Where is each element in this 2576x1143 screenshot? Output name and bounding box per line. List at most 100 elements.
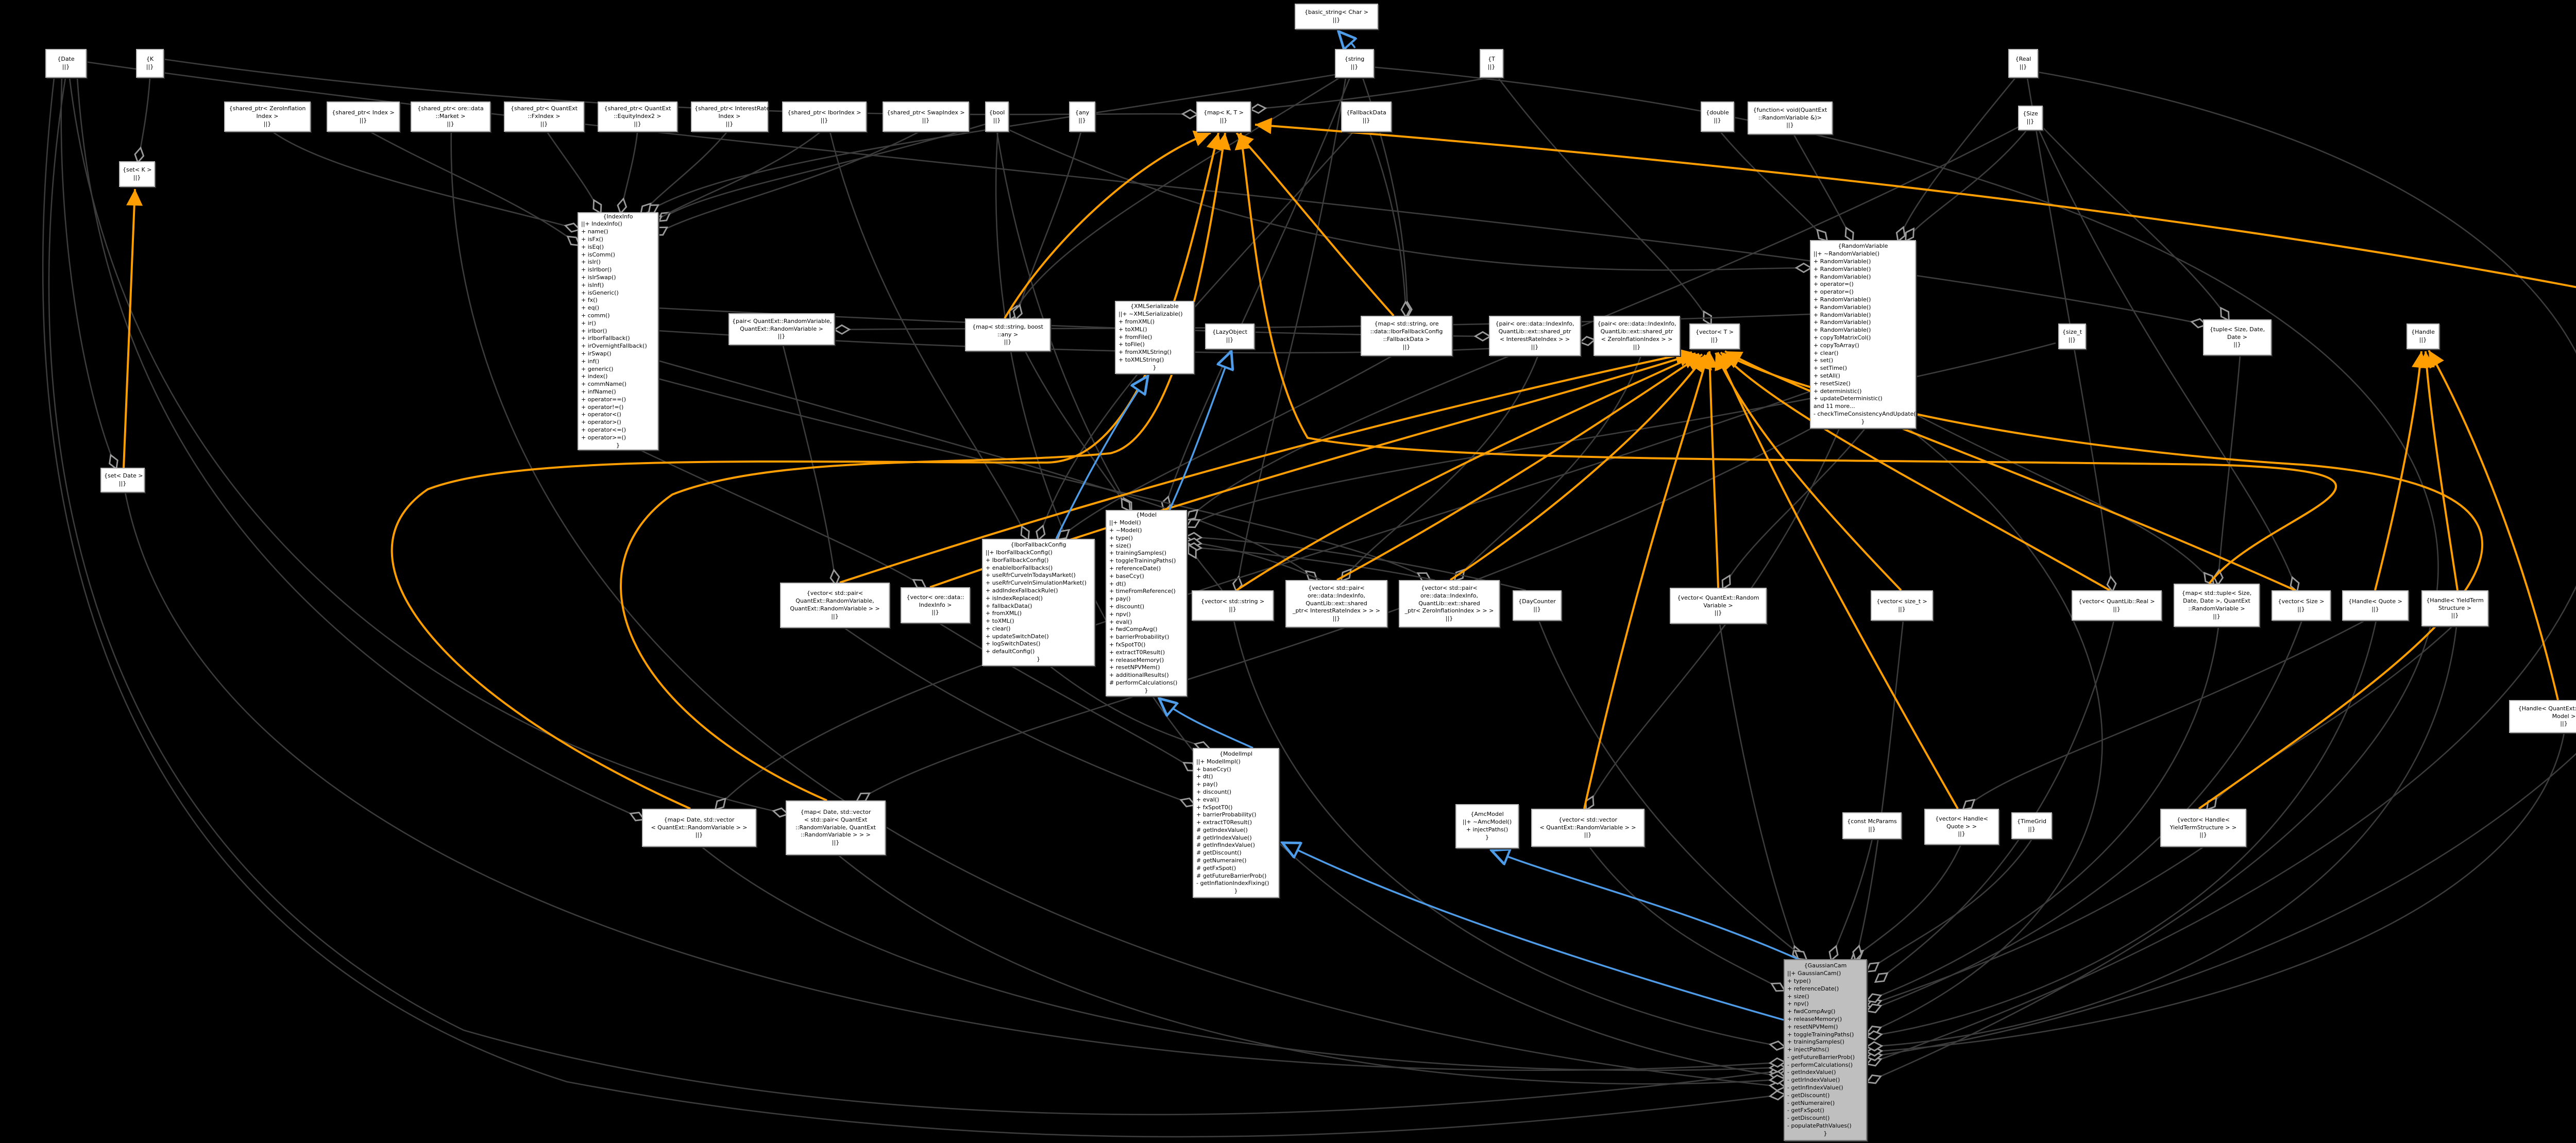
- node-date[interactable]: {Date||}: [45, 49, 87, 78]
- node-line: ||}: [1362, 116, 1370, 124]
- node-line: {map< std::tuple< Size,: [2181, 590, 2252, 597]
- node-size[interactable]: {Size||}: [2018, 106, 2043, 130]
- node-line: {IndexInfo: [603, 213, 633, 220]
- node-xmlser[interactable]: {XMLSerializable||+ ~XMLSerializable()+ …: [1115, 301, 1194, 374]
- node-line: + RandomVariable(): [1814, 327, 1871, 334]
- node-line: {vector< size_t >: [1876, 598, 1927, 605]
- node-sp_swap[interactable]: {shared_ptr< SwapIndex >||}: [883, 101, 969, 132]
- node-handle_cam[interactable]: {Handle< QuantExt::CrossAssetModel >||}: [2509, 700, 2576, 733]
- node-basic_string[interactable]: {basic_string< Char >||}: [1295, 4, 1378, 29]
- node-map_string_any[interactable]: {map< std::string, boost::any >||}: [965, 318, 1050, 351]
- node-double[interactable]: {double||}: [1701, 101, 1734, 132]
- node-handle_quote[interactable]: {Handle< Quote >||}: [2342, 590, 2409, 621]
- node-line: {DayCounter: [1518, 598, 1556, 605]
- node-daycounter[interactable]: {DayCounter||}: [1513, 590, 1562, 621]
- node-v_v_rv[interactable]: {vector< std::vector< QuantExt::RandomVa…: [1531, 809, 1645, 847]
- node-pair_ii_zi[interactable]: {pair< ore::data::IndexInfo,QuantLib::ex…: [1594, 316, 1680, 356]
- node-sp_eq2[interactable]: {shared_ptr< QuantExt::EquityIndex2 >||}: [598, 101, 677, 132]
- node-line: ||+ ~AmcModel(): [1462, 818, 1512, 826]
- node-model[interactable]: {Model||+ Model()+ ~Model()+ type()+ siz…: [1106, 510, 1187, 696]
- node-line: {vector< Handle<: [2177, 816, 2230, 823]
- node-v_real[interactable]: {vector< QuantLib::Real >||}: [2072, 590, 2162, 621]
- node-line: {vector< std::pair<: [1421, 585, 1478, 591]
- node-line: ||}: [1786, 122, 1794, 129]
- node-line: {map< Date, std::vector: [800, 809, 871, 815]
- node-sp_ibor[interactable]: {shared_ptr< IborIndex >||}: [782, 101, 867, 132]
- node-line: + operator<(): [581, 411, 621, 418]
- node-line: ||}: [1710, 336, 1719, 343]
- node-line: + trainingSamples(): [1787, 1038, 1844, 1046]
- node-line: {vector< Size >: [2278, 598, 2325, 605]
- node-indexinfo[interactable]: {IndexInfo||+ IndexInfo()+ name()+ isFx(…: [578, 212, 658, 450]
- node-line: ::RandomVariable > > >: [801, 831, 871, 839]
- node-sp_market[interactable]: {shared_ptr< ore::data::Market >||}: [411, 101, 490, 132]
- node-line: + setAll(): [1814, 372, 1840, 379]
- node-v_handle_yts[interactable]: {vector< Handle<YieldTermStructure > >||…: [2160, 809, 2246, 847]
- node-line: + RandomVariable(): [1814, 296, 1871, 303]
- node-map_kt[interactable]: {map< K, T >||}: [1196, 101, 1251, 132]
- node-line: ||}: [1714, 116, 1721, 124]
- node-gaussiancam[interactable]: {GaussianCam||+ GaussianCam()+ type()+ r…: [1784, 959, 1867, 1141]
- node-v_string[interactable]: {vector< std::string >||}: [1192, 590, 1274, 621]
- node-v_handle_quote[interactable]: {vector< Handle<Quote > >||}: [1924, 809, 1999, 845]
- node-lazyobject[interactable]: {LazyObject||}: [1205, 323, 1255, 349]
- node-line: + toXML(): [986, 618, 1014, 625]
- node-string[interactable]: {string||}: [1335, 49, 1374, 78]
- node-line: ||}: [2213, 612, 2221, 620]
- node-modelimpl[interactable]: {ModelImpl||+ ModelImpl()+ baseCcy()+ dt…: [1193, 748, 1279, 898]
- node-mcparams[interactable]: {const McParams||}: [1842, 812, 1902, 839]
- node-v_indexinfo[interactable]: {vector< ore::data::IndexInfo >||}: [901, 587, 970, 623]
- node-line: ||+ IborFallbackConfig(): [986, 549, 1053, 556]
- node-sp_fx[interactable]: {shared_ptr< QuantExt::FxIndex >||}: [504, 101, 584, 132]
- node-line: + size(): [1109, 542, 1131, 549]
- node-set_date[interactable]: {set< Date >||}: [100, 468, 145, 492]
- node-any[interactable]: {any||}: [1069, 101, 1095, 132]
- node-randomvariable[interactable]: {RandomVariable||+ ~RandomVariable()+ Ra…: [1810, 240, 1918, 429]
- node-line: ||}: [540, 120, 548, 127]
- node-map_date_vrv[interactable]: {map< Date, std::vector< QuantExt::Rando…: [642, 809, 756, 847]
- node-size_t[interactable]: {size_t||}: [2058, 323, 2086, 349]
- node-line: }: [1861, 418, 1865, 425]
- node-line: IndexInfo >: [919, 601, 952, 608]
- node-v_pair_rv[interactable]: {vector< std::pair<QuantExt::RandomVaria…: [780, 583, 890, 628]
- node-pair_ii_ir[interactable]: {pair< ore::data::IndexInfo,QuantLib::ex…: [1489, 316, 1581, 356]
- node-k[interactable]: {K||}: [136, 49, 164, 78]
- node-line: {set< K >: [123, 166, 152, 174]
- node-fallbackdata[interactable]: {FallbackData||}: [1341, 101, 1392, 132]
- node-v_pair_ii_ir[interactable]: {vector< std::pair<ore::data::IndexInfo,…: [1285, 580, 1387, 627]
- node-map_ibor_fb[interactable]: {map< std::string, ore::data::IborFallba…: [1361, 316, 1452, 356]
- node-line: + fallbackData(): [986, 602, 1032, 609]
- node-line: Structure >: [2438, 604, 2471, 611]
- node-line: {size_t: [2062, 329, 2082, 336]
- node-line: ||}: [1078, 116, 1086, 124]
- node-pair_rv_rv[interactable]: {pair< QuantExt::RandomVariable,QuantExt…: [728, 313, 835, 345]
- node-timegrid[interactable]: {TimeGrid||}: [2011, 812, 2052, 839]
- node-v_sizet[interactable]: {vector< size_t >||}: [1871, 590, 1933, 621]
- node-line: {Date: [57, 56, 75, 63]
- node-set_k[interactable]: {set< K >||}: [119, 161, 155, 187]
- node-line: - getDiscount(): [1787, 1115, 1830, 1122]
- node-map_tuple_rv[interactable]: {map< std::tuple< Size,Date, Date >, Qua…: [2174, 584, 2260, 627]
- node-iborfbcfg[interactable]: {IborFallbackConfig||+ IborFallbackConfi…: [982, 539, 1095, 666]
- node-line: + name(): [581, 228, 608, 235]
- node-vector_t[interactable]: {vector< T >||}: [1689, 323, 1740, 349]
- node-map_date_vpair[interactable]: {map< Date, std::vector< std::pair< Quan…: [786, 800, 886, 855]
- node-line: {shared_ptr< IborIndex >: [787, 109, 861, 116]
- node-line: + discount(): [1196, 788, 1232, 795]
- node-v_size[interactable]: {vector< Size >||}: [2272, 590, 2331, 621]
- node-line: ||}: [2068, 336, 2076, 343]
- node-line: ||}: [263, 120, 272, 127]
- node-bool[interactable]: {bool||}: [985, 101, 1009, 132]
- node-t[interactable]: {T||}: [1480, 49, 1503, 78]
- node-tuple_sdd[interactable]: {tuple< Size, Date,Date >||}: [2203, 319, 2272, 355]
- node-amcmodel[interactable]: {AmcModel||+ ~AmcModel()+ injectPaths()}: [1455, 804, 1519, 848]
- node-function_rv[interactable]: {function< void(QuantExt::RandomVariable…: [1748, 101, 1833, 134]
- node-real[interactable]: {Real||}: [2008, 49, 2038, 78]
- node-sp_index[interactable]: {shared_ptr< Index >||}: [327, 101, 400, 132]
- node-handle[interactable]: {Handle||}: [2406, 323, 2439, 349]
- node-v_pair_ii_zi[interactable]: {vector< std::pair<ore::data::IndexInfo,…: [1399, 580, 1500, 627]
